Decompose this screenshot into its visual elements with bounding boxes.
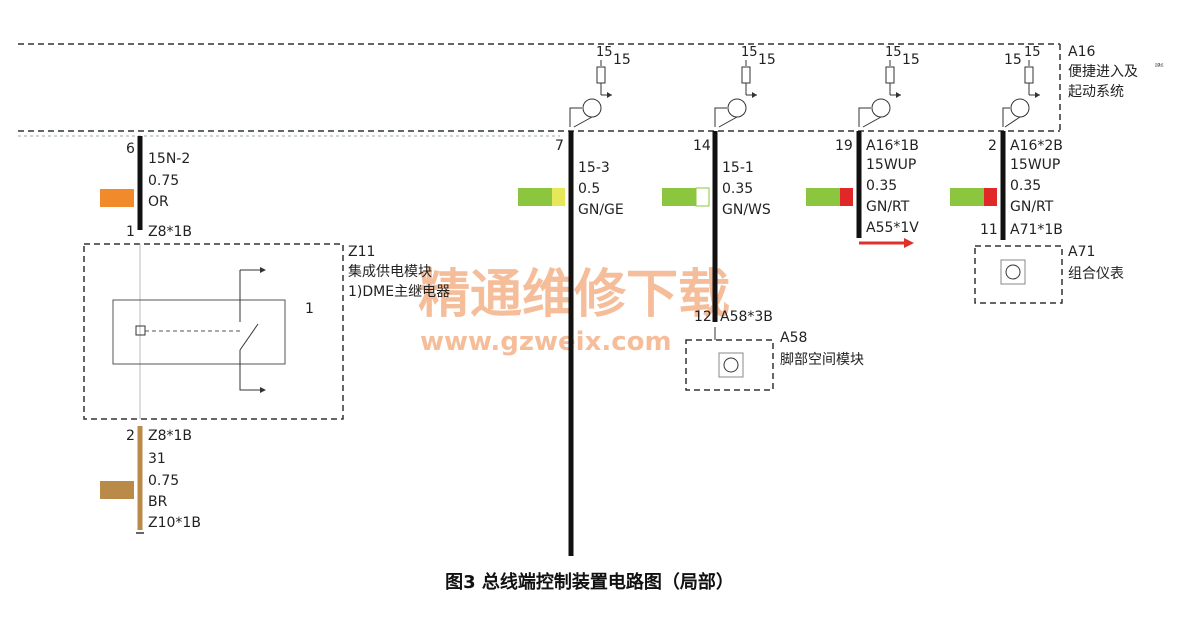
branch-2: 2 A16*2B 15WUP 0.35 GN/RT 11 A71*1B A71 … [950, 131, 1124, 304]
pin-1: 1 [126, 224, 135, 240]
connector-z8-bottom: Z8*1B [148, 428, 192, 444]
pin-11: 11 [980, 222, 998, 238]
ground-connector: Z10*1B [148, 515, 201, 531]
module-z11-name: 集成供电模块 [348, 263, 432, 280]
wire-color-or: OR [148, 194, 169, 210]
transistor-stage-4: 15 15 [1002, 45, 1041, 128]
wire-size-7: 0.5 [578, 181, 600, 197]
module-a71-id: A71 [1068, 244, 1095, 260]
wire-color-gn-rt-1: GN/RT [866, 199, 910, 215]
color-swatch-green-2 [662, 188, 696, 206]
wire-code-15-3: 15-3 [578, 160, 610, 176]
branch-z11: 6 15N-2 0.75 OR 1 Z8*1B Z11 集成供电模块 1)DME… [83, 136, 450, 534]
branch-14: 14 15-1 0.35 GN/WS 12 A58*3B A58 脚部空间模块 [662, 131, 864, 391]
supply-label-2: 15 [758, 52, 776, 68]
svg-text:15: 15 [596, 45, 613, 60]
transistor-stage-1: 15 15 [569, 45, 631, 128]
wire-color-br: BR [148, 494, 168, 510]
module-a16-name-2: 起动系统 [1068, 84, 1124, 100]
control-unit-icon [1005, 264, 1021, 280]
wire-size-31: 0.75 [148, 473, 179, 489]
connector-a16-1b: A16*1B [866, 138, 919, 154]
wire-color-gn-ge: GN/GE [578, 202, 624, 218]
module-a58-name: 脚部空间模块 [780, 352, 864, 368]
watermark-url: www.gzweix.com [420, 327, 672, 357]
transistor-stage-2: 15 15 [714, 45, 776, 128]
module-a16-id: A16 [1068, 44, 1095, 60]
control-unit-icon [723, 357, 739, 373]
connector-a55: A55*1V [866, 220, 919, 236]
connector-a71: A71*1B [1010, 222, 1063, 238]
svg-text:15: 15 [885, 45, 902, 60]
module-a16-name-1: 便捷进入及 [1068, 64, 1138, 80]
color-swatch-white [695, 187, 710, 207]
transistor-stage-3: 15 15 [858, 45, 920, 128]
shield-symbol: ⎃ [1154, 62, 1164, 73]
color-swatch-red [840, 188, 853, 206]
wire-size-2: 0.35 [1010, 178, 1041, 194]
wire-code-15n-2: 15N-2 [148, 151, 190, 167]
relay-box [112, 299, 286, 365]
supply-label-1: 15 [613, 52, 631, 68]
wire-color-gn-rt-2: GN/RT [1010, 199, 1054, 215]
color-swatch-yellow [552, 188, 565, 206]
watermark-text: 精通维修下载 [418, 265, 730, 325]
wire-code-15wup-2: 15WUP [1010, 157, 1060, 173]
supply-label-4: 15 [1004, 52, 1022, 68]
connector-a16-2b: A16*2B [1010, 138, 1063, 154]
wire-code-15-1: 15-1 [722, 160, 754, 176]
branch-7: 7 15-3 0.5 GN/GE [518, 131, 624, 556]
module-a71-box [974, 245, 1063, 304]
color-swatch-green-4 [950, 188, 984, 206]
module-a58-box [685, 339, 774, 391]
branch-19: 19 A16*1B 15WUP 0.35 GN/RT A55*1V [806, 131, 919, 248]
module-a71-name: 组合仪表 [1068, 266, 1124, 282]
wire-code-15wup-1: 15WUP [866, 157, 916, 173]
color-swatch-green [518, 188, 552, 206]
module-a58-id: A58 [780, 330, 807, 346]
module-z11-id: Z11 [348, 244, 375, 260]
module-z11-box [83, 243, 344, 420]
pin-14: 14 [693, 138, 711, 154]
module-z11-sub: 1)DME主继电器 [348, 284, 450, 300]
connector-z8-top: Z8*1B [148, 224, 192, 240]
relay-pin-1: 1 [305, 301, 314, 317]
module-a16-box [18, 43, 1061, 137]
supply-label-3: 15 [902, 52, 920, 68]
wire-size-14: 0.35 [722, 181, 753, 197]
pin-2: 2 [126, 428, 135, 444]
svg-text:15: 15 [1024, 45, 1041, 60]
figure-caption: 图3 总线端控制装置电路图（局部） [445, 572, 734, 593]
wire-size-z11: 0.75 [148, 173, 179, 189]
pin-12: 12 [694, 309, 712, 325]
color-swatch-orange [100, 189, 134, 207]
color-swatch-red-2 [984, 188, 997, 206]
color-swatch-green-3 [806, 188, 840, 206]
pin-2-a16: 2 [988, 138, 997, 154]
connector-a58: A58*3B [720, 309, 773, 325]
pin-6: 6 [126, 141, 135, 157]
wire-color-gn-ws: GN/WS [722, 202, 771, 218]
pin-19: 19 [835, 138, 853, 154]
pin-7: 7 [555, 138, 564, 154]
wire-code-31: 31 [148, 451, 166, 467]
color-swatch-brown [100, 481, 134, 499]
wire-size-19: 0.35 [866, 178, 897, 194]
svg-text:15: 15 [741, 45, 758, 60]
